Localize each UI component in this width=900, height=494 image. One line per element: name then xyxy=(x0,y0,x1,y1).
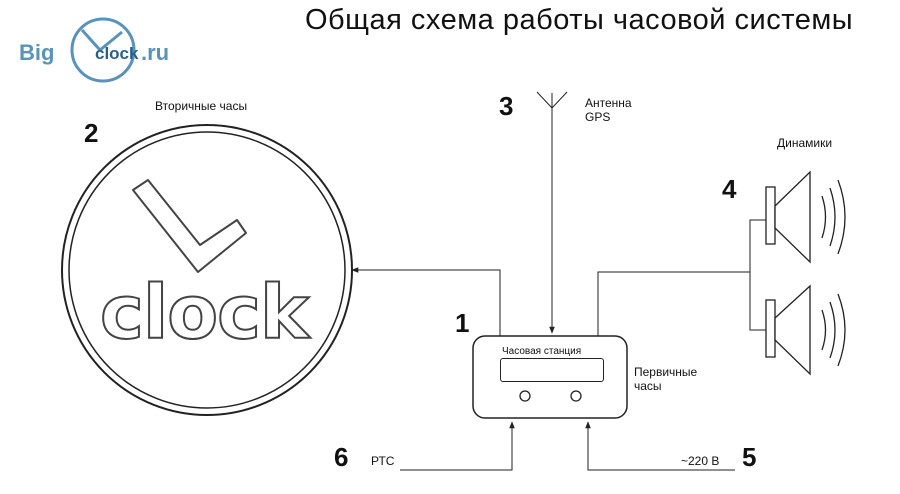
station-button-right xyxy=(570,390,582,402)
logo-text-big: Big xyxy=(19,40,55,65)
number-station: 1 xyxy=(455,308,470,338)
label-primary-clock-line1: Первичные xyxy=(634,365,698,379)
clock-face-wordmark: clock xyxy=(99,269,310,357)
logo-text-ru: .ru xyxy=(141,40,170,65)
label-primary-clock-line2: часы xyxy=(634,379,662,393)
label-power: ~220 В xyxy=(681,454,720,468)
antenna-head xyxy=(536,91,568,109)
label-secondary-clock: Вторичные часы xyxy=(155,99,248,113)
clock-hands-shape xyxy=(132,179,247,273)
number-speakers: 4 xyxy=(722,174,737,204)
connector-to-secondary-clock xyxy=(351,267,501,340)
label-antenna-line2: GPS xyxy=(585,110,611,124)
speaker-bottom xyxy=(765,284,846,376)
number-secondary-clock: 2 xyxy=(84,118,99,148)
number-antenna: 3 xyxy=(499,91,514,121)
station-button-left xyxy=(519,390,531,402)
number-rts: 6 xyxy=(334,442,349,472)
label-rts: РТС xyxy=(371,454,395,468)
rts-input-line xyxy=(400,421,515,471)
speaker-bus xyxy=(749,219,766,331)
label-antenna-line1: Антенна xyxy=(585,96,632,110)
logo-checkmark xyxy=(80,28,123,53)
logo-text-clock: clock xyxy=(95,44,139,63)
connector-to-speakers xyxy=(597,271,750,340)
label-station: Часовая станция xyxy=(502,346,582,357)
secondary-clock-inner xyxy=(68,131,346,409)
page-title: Общая схема работы часовой системы xyxy=(305,4,854,36)
number-power: 5 xyxy=(742,442,757,472)
speaker-top xyxy=(765,170,846,264)
power-input-line xyxy=(585,421,735,471)
bigclock-logo[interactable]: Big clock .ru xyxy=(16,16,186,76)
station-display xyxy=(500,358,604,382)
label-speakers: Динамики xyxy=(777,136,833,150)
time-station-box xyxy=(472,335,628,419)
